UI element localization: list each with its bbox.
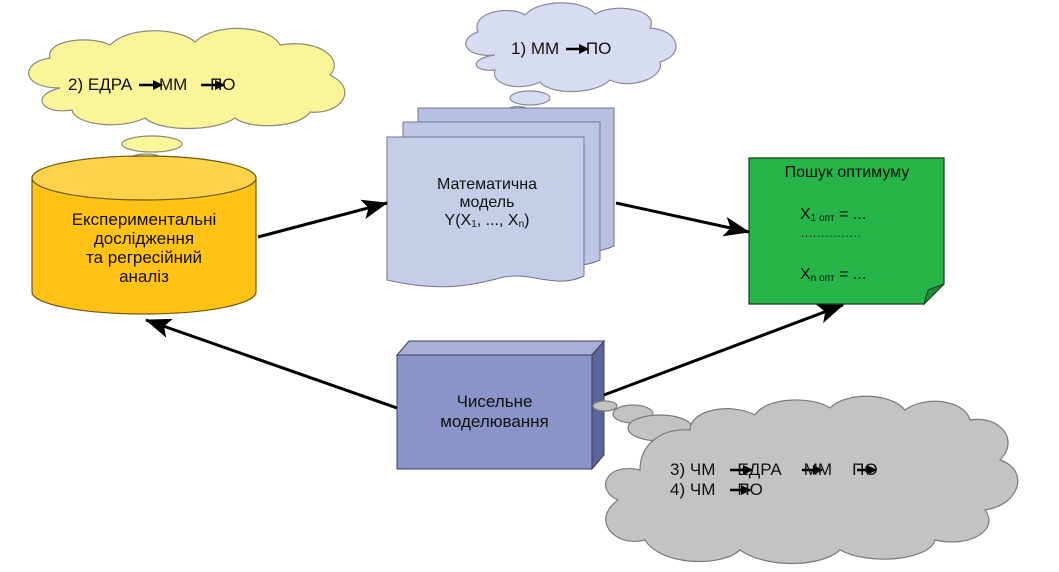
cloud-mm-num: 1) [511,39,527,58]
cloud-mm-a: ММ [530,39,560,58]
note-title: Пошук оптимуму [784,164,910,181]
cloud-mm-label: 1) ММ ПО [511,39,611,59]
cloud-mm-b: ПО [585,39,612,58]
thought-cloud-edra [28,27,346,174]
document-line-2: модель [459,194,515,211]
cylinder-shape [31,155,257,315]
cylinder-line-3: та регресійний [86,248,202,267]
note-dots: ............... [801,228,862,240]
document-formula: Y(X1, ..., Xn) [444,212,530,230]
box-line-1: Чисельне [456,392,533,411]
cylinder-line-2: дослідження [93,229,195,248]
cylinder-line-4: аналіз [119,267,169,286]
arrow-numerical-to-optimum [603,303,844,397]
cylinder-label: Експериментальні дослідження та регресій… [34,210,254,286]
cloud-edra-num: 2) [68,75,84,94]
optimum-note-shape [748,157,945,306]
cloud-edra-label: 2) ЕДРА ММ ПО [68,75,236,95]
thought-cloud-chm [592,395,1019,564]
document-label: Математична модель Y(X1, ..., Xn) [392,176,582,234]
box-line-2: моделювання [440,412,549,431]
cloud-edra-a: ЕДРА [87,75,133,94]
box-label: Чисельне моделювання [397,392,592,432]
thought-cloud-mm [465,2,677,125]
arrow-edra-to-model [257,199,388,239]
cloud-edra-b: ММ [159,75,188,94]
connector-arrows [145,199,844,410]
cylinder-line-1: Експериментальні [71,210,217,229]
cloud-inline-arrows [139,44,877,495]
document-line-1: Математична [437,176,537,193]
cloud-edra-c: ПО [210,75,236,94]
note-row-1: X1 опт = ... [800,206,867,224]
arrow-model-to-optimum [615,201,750,237]
numerical-box-shape [395,339,606,471]
arrow-numerical-to-edra [145,318,398,410]
document-stack [386,107,615,288]
note-row-2: Xn опт = ... [800,266,867,284]
